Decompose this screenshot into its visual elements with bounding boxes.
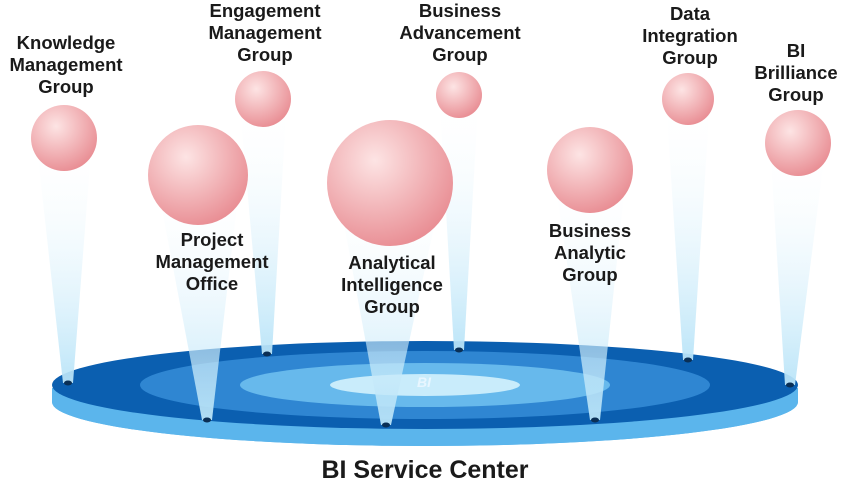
label-line: Management — [9, 54, 123, 75]
label-line: Group — [768, 84, 824, 105]
label-line: Group — [38, 76, 94, 97]
label-line: Group — [237, 44, 293, 65]
beam-project-management — [155, 175, 241, 420]
beam-business-analytic — [553, 170, 627, 420]
label-line: Business — [548, 220, 632, 241]
anchor-project-management — [203, 417, 211, 423]
anchor-engagement-management — [263, 351, 271, 357]
sphere-business-analytic — [547, 127, 633, 213]
label-line: Integration — [642, 25, 738, 46]
label-line: Data — [669, 3, 711, 24]
beam-knowledge-management — [35, 138, 93, 383]
label-line: Knowledge — [16, 32, 116, 53]
sphere-engagement-management — [235, 71, 291, 127]
label-line: Business — [418, 0, 502, 21]
sphere-data-integration — [662, 73, 714, 125]
group-spheres — [31, 71, 831, 246]
label-line: Group — [562, 264, 618, 285]
beams — [35, 95, 827, 428]
diagram-title: BI Service Center — [321, 456, 529, 484]
label-line: Group — [432, 44, 488, 65]
label-line: Office — [185, 273, 239, 294]
anchor-analytical-intelligence — [382, 422, 390, 428]
label-line: Intelligence — [341, 274, 443, 295]
anchor-business-analytic — [591, 417, 599, 423]
label-line: Management — [208, 22, 322, 43]
label-line: Advancement — [399, 22, 521, 43]
beam-data-integration — [665, 99, 711, 360]
beam-bi-brilliance — [769, 143, 827, 385]
label-line: Group — [662, 47, 718, 68]
label-line: Management — [155, 251, 269, 272]
label-line: Engagement — [209, 0, 321, 21]
label-line: Brilliance — [754, 62, 838, 83]
service-platform-disc — [52, 341, 798, 446]
sphere-analytical-intelligence — [327, 120, 453, 246]
sphere-knowledge-management — [31, 105, 97, 171]
sphere-bi-brilliance — [765, 110, 831, 176]
anchor-data-integration — [684, 357, 692, 363]
anchor-knowledge-management — [64, 380, 72, 386]
label-line: BI — [786, 40, 806, 61]
label-line: Analytic — [554, 242, 626, 263]
label-line: Analytical — [348, 252, 436, 273]
sphere-project-management — [148, 125, 248, 225]
platform-label: BI — [417, 374, 431, 390]
beam-engagement-management — [239, 99, 287, 354]
anchor-business-advancement — [455, 347, 463, 353]
label-line: Group — [364, 296, 420, 317]
anchor-bi-brilliance — [786, 382, 794, 388]
beam-analytical-intelligence — [336, 183, 444, 425]
sphere-business-advancement — [436, 72, 482, 118]
beam-business-advancement — [439, 95, 479, 350]
label-line: Project — [180, 229, 244, 250]
